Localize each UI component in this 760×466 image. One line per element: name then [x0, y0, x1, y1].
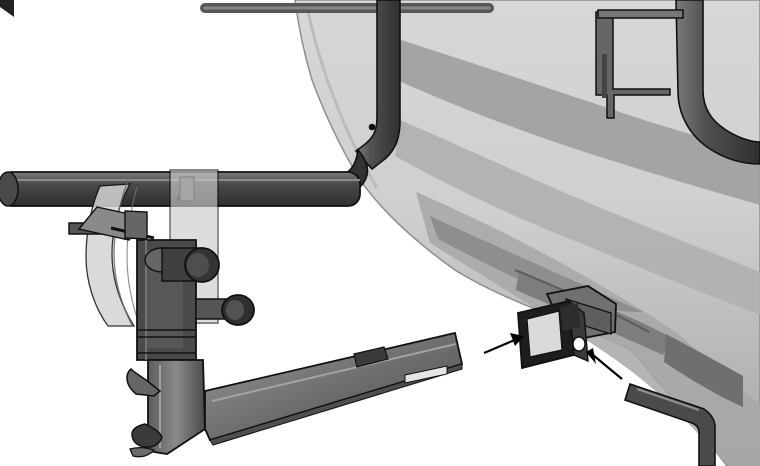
corner-mark — [0, 0, 14, 17]
hitch-pin — [624, 382, 716, 466]
clamp-assembly — [68, 169, 255, 361]
mast-and-receiver — [126, 331, 464, 458]
right-arrow — [586, 348, 623, 380]
vehicle-hitch-receiver — [517, 285, 617, 370]
left-arrow — [483, 333, 524, 355]
